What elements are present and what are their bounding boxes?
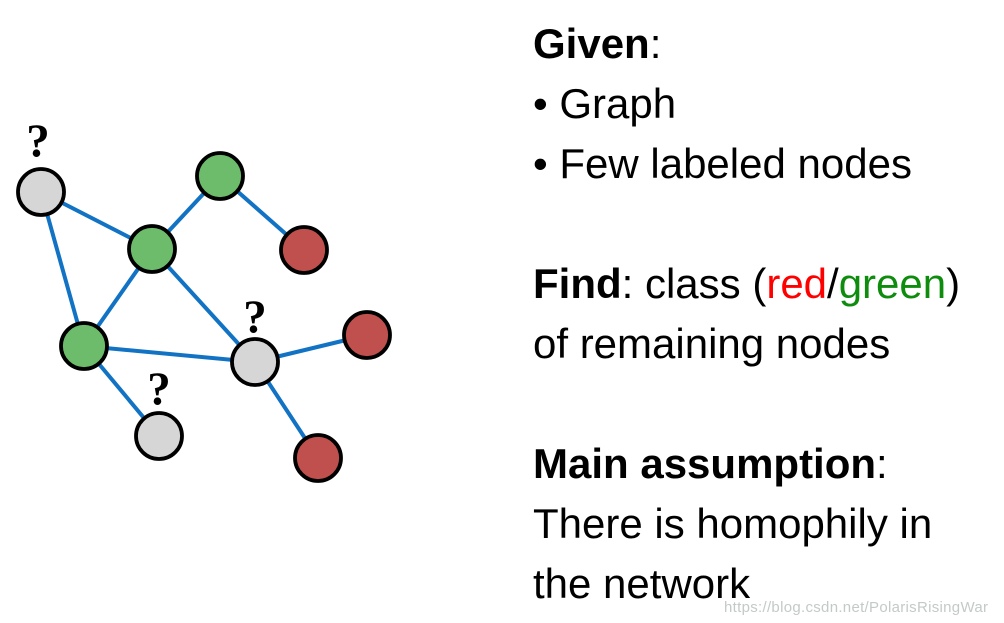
text-segment: • Graph — [533, 80, 677, 127]
bullet-few-labeled-nodes: • Few labeled nodes — [533, 134, 998, 194]
text-segment: / — [827, 260, 839, 307]
bullet-graph: • Graph — [533, 74, 998, 134]
graph-edge-2-5 — [150, 247, 257, 364]
text-segment-bold: Given — [533, 20, 650, 67]
text-segment-green: green — [838, 260, 947, 307]
graph-node-green-1 — [195, 151, 245, 201]
main-assumption-heading: Main assumption: — [533, 434, 998, 494]
graph-node-gray-7 — [134, 411, 184, 461]
question-mark-2: ? — [147, 363, 171, 415]
text-segment: ) — [946, 260, 961, 307]
blank-line — [533, 194, 998, 254]
text-segment-bold: Main assumption — [533, 440, 877, 487]
text-segment: • Few labeled nodes — [533, 140, 912, 187]
text-segment: the network — [533, 560, 751, 607]
given-heading: Given: — [533, 14, 998, 74]
graph-node-gray-0 — [16, 167, 66, 217]
text-segment: : — [876, 440, 888, 487]
question-mark-0: ? — [26, 115, 50, 167]
graph-node-red-8 — [293, 433, 343, 483]
text-segment: of remaining nodes — [533, 320, 891, 367]
find-continued: of remaining nodes — [533, 314, 998, 374]
graph-edge-4-5 — [82, 344, 257, 364]
blank-line — [533, 374, 998, 434]
graph-diagram: ??? — [16, 115, 392, 483]
graph-node-gray-5 — [230, 337, 280, 387]
text-segment: : class ( — [621, 260, 767, 307]
graph-node-green-4 — [59, 321, 109, 371]
graph-node-red-3 — [279, 225, 329, 275]
text-segment: : — [649, 20, 662, 67]
text-segment: There is homophily in — [533, 500, 933, 547]
assumption-line-1: There is homophily in — [533, 494, 998, 554]
text-segment-red: red — [766, 260, 828, 307]
text-panel: Given: • Graph • Few labeled nodes Find: c… — [533, 14, 998, 614]
graph-node-red-6 — [342, 310, 392, 360]
watermark-text: https://blog.csdn.net/PolarisRisingWar — [724, 599, 989, 616]
assumption-line-2: the network — [533, 554, 998, 614]
text-segment-bold: Find — [533, 260, 622, 307]
graph-node-green-2 — [127, 224, 177, 274]
graph-edge-0-4 — [39, 190, 86, 348]
find-heading: Find: class (red/green) — [533, 254, 998, 314]
question-mark-1: ? — [243, 291, 267, 343]
